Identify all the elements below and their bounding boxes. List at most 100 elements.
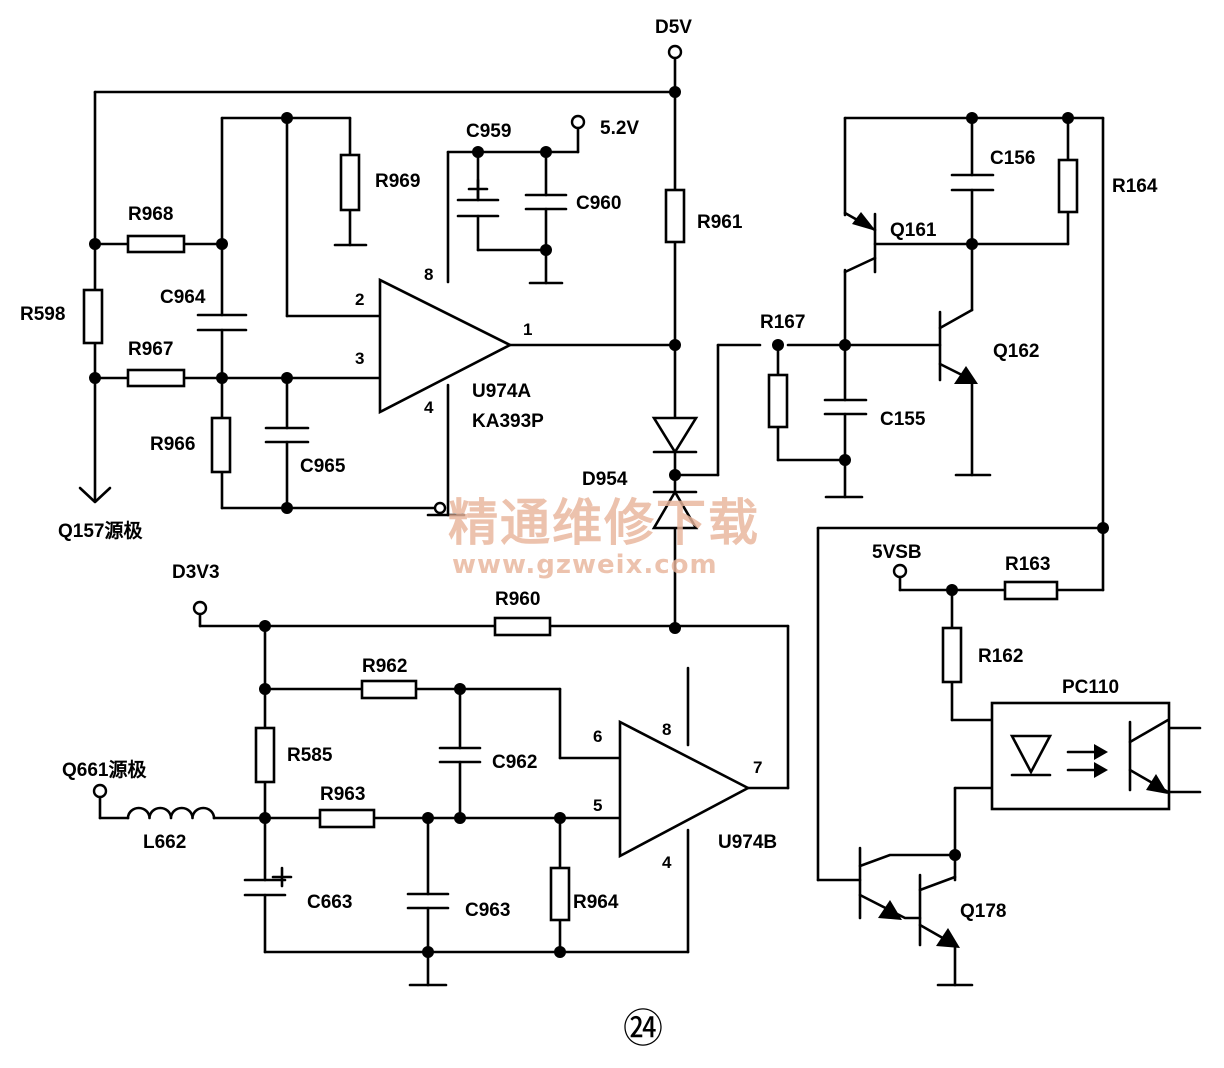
- polarity-plus-icon: [271, 866, 293, 888]
- pin-a-8: 8: [424, 265, 433, 284]
- label-c959: C959: [466, 121, 511, 142]
- pin-b-8: 8: [662, 720, 671, 739]
- resistor-r962: [360, 679, 418, 700]
- label-r585: R585: [287, 745, 333, 766]
- labels: D5V 5.2V D3V3 5VSB Q157源极 Q661源极 R968 R5…: [20, 17, 1158, 1052]
- terminal-pin4-a: [433, 501, 447, 515]
- label-r164: R164: [1112, 176, 1158, 197]
- terminals: [92, 44, 908, 799]
- label-r962: R962: [362, 656, 407, 677]
- label-r598: R598: [20, 304, 65, 325]
- label-c960: C960: [576, 193, 621, 214]
- pin-b-7: 7: [753, 758, 762, 777]
- pin-b-5: 5: [593, 796, 602, 815]
- label-c156: C156: [990, 148, 1035, 169]
- label-d3v3: D3V3: [172, 562, 220, 583]
- pin-b-6: 6: [593, 727, 602, 746]
- resistor-r162: [941, 626, 963, 684]
- resistor-r963: [318, 808, 376, 829]
- label-u974b: U974B: [718, 832, 777, 853]
- label-q161: Q161: [890, 220, 937, 241]
- label-r968: R968: [128, 204, 173, 225]
- pin-a-1: 1: [523, 320, 532, 339]
- resistor-r968: [126, 234, 186, 254]
- capacitor-c963: [406, 892, 450, 910]
- polarity-plus-icon: [467, 178, 489, 200]
- watermark-url: www.gzweix.com: [452, 550, 718, 580]
- resistor-r966: [210, 416, 232, 474]
- label-c965: C965: [300, 456, 346, 477]
- resistor-r585: [254, 726, 276, 784]
- label-r966: R966: [150, 434, 195, 455]
- transistor-q161: [843, 211, 877, 274]
- label-q178: Q178: [960, 901, 1006, 922]
- capacitor-c155: [823, 398, 868, 416]
- label-r960: R960: [495, 589, 540, 610]
- capacitor-c962: [438, 746, 482, 764]
- label-q162: Q162: [993, 341, 1039, 362]
- junction-dots: [89, 86, 1109, 958]
- resistor-r598: [82, 288, 104, 345]
- resistor-r964: [549, 866, 571, 922]
- label-q157-source: Q157源极: [58, 519, 143, 542]
- terminal-d3v3: [192, 600, 208, 616]
- diode-d954: [651, 416, 699, 530]
- resistor-bodies: [82, 153, 1079, 922]
- label-r961: R961: [697, 212, 743, 233]
- figure-number: ㉔: [623, 1006, 663, 1052]
- label-c964: C964: [160, 287, 206, 308]
- resistor-r164: [1057, 158, 1079, 214]
- resistor-r967: [126, 368, 186, 388]
- down-arrow-icon: [78, 486, 112, 504]
- capacitor-plates: [196, 173, 995, 910]
- pin-b-4: 4: [662, 853, 672, 872]
- label-r967: R967: [128, 339, 173, 360]
- resistor-r969: [339, 153, 361, 212]
- resistor-r960: [493, 616, 552, 637]
- label-u974a: U974A: [472, 381, 531, 402]
- label-5v2: 5.2V: [600, 118, 639, 139]
- label-pc110: PC110: [1062, 677, 1119, 698]
- label-r163: R163: [1005, 554, 1050, 575]
- label-d5v: D5V: [655, 17, 692, 38]
- label-r964: R964: [573, 892, 619, 913]
- watermark-title: 精通维修下载: [448, 494, 760, 552]
- opamp-u974a: [378, 277, 513, 415]
- resistor-r167: [767, 373, 789, 429]
- inductor-l662: [126, 806, 216, 820]
- transistor-q162: [938, 308, 978, 384]
- resistor-r163: [1003, 580, 1059, 601]
- capacitor-c959: [456, 198, 500, 218]
- pin-a-2: 2: [355, 290, 364, 309]
- terminal-d5v: [667, 44, 683, 60]
- optocoupler-pc110: [990, 701, 1171, 811]
- capacitor-c663: [243, 878, 287, 897]
- label-ka393p: KA393P: [472, 411, 544, 432]
- opamp-u974b: [618, 719, 751, 859]
- capacitor-c960: [524, 193, 568, 211]
- pin-a-4: 4: [424, 398, 434, 417]
- capacitor-c965: [264, 426, 310, 444]
- label-c963: C963: [465, 900, 510, 921]
- label-r969: R969: [375, 171, 420, 192]
- terminal-5v2: [570, 114, 586, 130]
- label-l662: L662: [143, 832, 186, 853]
- label-r162: R162: [978, 646, 1023, 667]
- transistor-q178: [858, 846, 960, 987]
- label-c962: C962: [492, 752, 537, 773]
- capacitor-c964: [196, 313, 248, 332]
- resistor-r961: [664, 188, 686, 244]
- label-q661-source: Q661源极: [62, 758, 147, 781]
- pin-a-3: 3: [355, 349, 364, 368]
- label-5vsb: 5VSB: [872, 542, 922, 563]
- label-c663: C663: [307, 892, 352, 913]
- capacitor-c156: [950, 173, 995, 192]
- terminal-q661: [92, 783, 108, 799]
- label-c155: C155: [880, 409, 926, 430]
- label-r167: R167: [760, 312, 805, 333]
- label-r963: R963: [320, 784, 365, 805]
- terminal-5vsb: [892, 563, 908, 579]
- label-d954: D954: [582, 469, 628, 490]
